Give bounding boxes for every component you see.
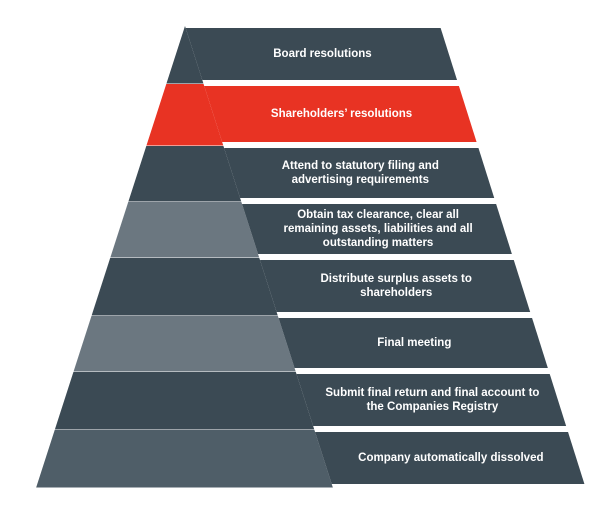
pyramid-layer-2	[146, 84, 224, 146]
step-banner-5	[259, 260, 531, 312]
pyramid-layer-1	[166, 26, 204, 84]
step-label-5: Distribute surplus assets to shareholder…	[320, 273, 472, 299]
step-banner-4	[242, 204, 512, 254]
pyramid-layer-3	[128, 146, 242, 202]
step-banner-3	[224, 148, 495, 198]
pyramid-layer-6	[73, 316, 296, 372]
step-label-1: Board resolutions	[273, 48, 372, 60]
step-banner-7	[296, 374, 567, 426]
pyramid-layer-7	[54, 372, 315, 430]
step-label-7: Submit final return and final account to…	[325, 387, 540, 413]
step-label-3: Attend to statutory filing and advertisi…	[281, 160, 439, 186]
step-banner-8	[315, 432, 585, 484]
step-label-8: Company automatically dissolved	[358, 452, 544, 464]
step-banner-6	[278, 318, 548, 368]
pyramid-layer-4	[110, 202, 260, 258]
step-banner-2	[204, 86, 477, 142]
pyramid-layer-5	[91, 258, 278, 316]
pyramid-layer-8	[36, 430, 333, 488]
step-label-6: Final meeting	[377, 337, 452, 349]
step-label-2: Shareholders’ resolutions	[270, 108, 413, 120]
step-label-4: Obtain tax clearance, clear all remainin…	[283, 209, 473, 249]
step-banner-1	[185, 28, 458, 80]
